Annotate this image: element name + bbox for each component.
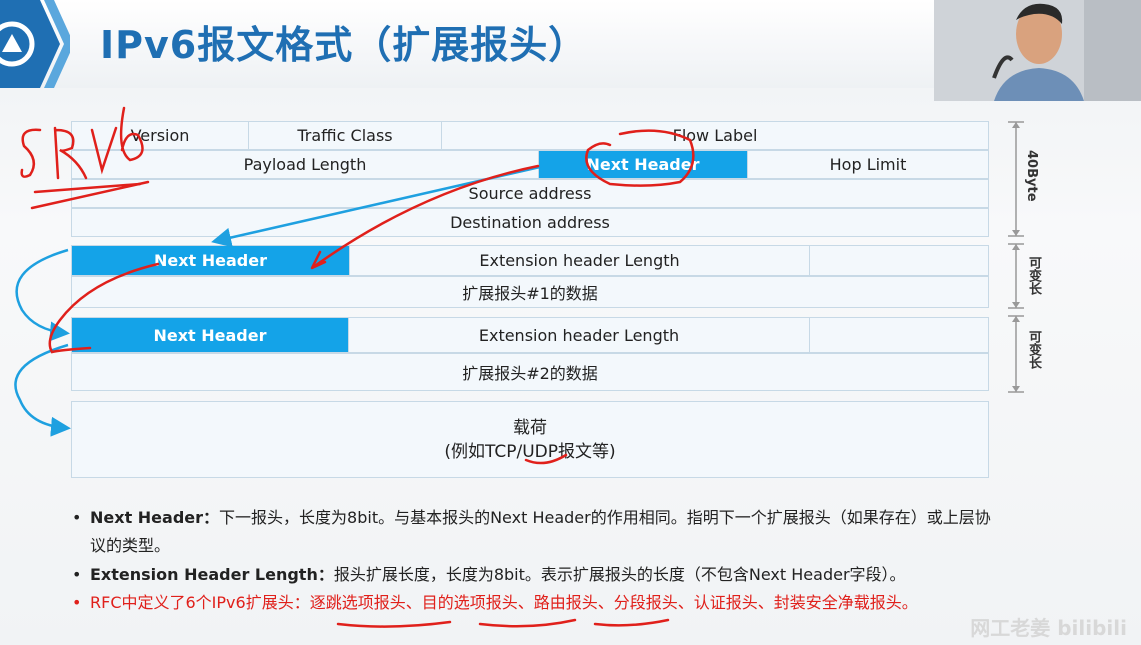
bullet-2-text: 报头扩展长度，长度为8bit。表示扩展报头的长度（不包含Next Header字…	[333, 565, 906, 584]
bullet-list: Next Header：下一报头，长度为8bit。与基本报头的Next Head…	[70, 504, 1000, 617]
bullet-ext-length: Extension Header Length：报头扩展长度，长度为8bit。表…	[70, 561, 1000, 589]
webcam-video	[934, 0, 1141, 101]
bullet-1-term: Next Header：	[90, 508, 220, 527]
bullet-next-header: Next Header：下一报头，长度为8bit。与基本报头的Next Head…	[70, 504, 1000, 560]
ext1-data-row: 扩展报头#1的数据	[71, 276, 989, 308]
logo-icon	[0, 0, 70, 88]
payload-label: 载荷	[513, 417, 547, 438]
payload-example: (例如TCP/UDP报文等)	[444, 441, 616, 462]
bullet-rfc: RFC中定义了6个IPv6扩展头：逐跳选项报头、目的选项报头、路由报头、分段报头…	[70, 589, 1000, 617]
ext2-size-label: 可变长	[1026, 330, 1041, 369]
watermark: 网工老姜 bilibili	[970, 616, 1127, 640]
base-header-row-3: Source address	[71, 179, 989, 208]
bullet-3-text: RFC中定义了6个IPv6扩展头：逐跳选项报头、目的选项报头、路由报头、分段报头…	[90, 593, 918, 612]
ext2-length-field: Extension header Length	[349, 318, 810, 352]
base-header-row-1: Version Traffic Class Flow Label	[71, 121, 989, 150]
ext1-header-row: Next Header Extension header Length	[71, 245, 989, 276]
chain-arrows	[14, 165, 541, 437]
base-header-size-label: 40Byte	[1024, 150, 1039, 202]
ext1-size-label: 可变长	[1026, 256, 1041, 295]
hop-limit-field: Hop Limit	[829, 155, 907, 174]
ext1-length-field: Extension header Length	[350, 246, 810, 275]
base-header-row-2: Payload Length Next Header Hop Limit	[71, 150, 989, 179]
payload-row: 载荷 (例如TCP/UDP报文等)	[71, 401, 989, 478]
ext2-data-field: 扩展报头#2的数据	[462, 364, 598, 383]
ext1-next-header-field: Next Header	[72, 246, 350, 275]
source-address-field: Source address	[468, 184, 592, 203]
version-field: Version	[72, 122, 249, 149]
payload-length-field: Payload Length	[72, 151, 539, 178]
bullet-2-term: Extension Header Length：	[90, 565, 334, 584]
traffic-class-field: Traffic Class	[249, 122, 442, 149]
handwritten-notes	[20, 106, 695, 628]
ext1-data-field: 扩展报头#1的数据	[462, 284, 598, 303]
destination-address-field: Destination address	[450, 213, 610, 232]
ext2-data-row: 扩展报头#2的数据	[71, 353, 989, 391]
page-title: IPv6报文格式（扩展报头）	[100, 23, 588, 67]
next-header-field: Next Header	[539, 151, 748, 178]
flow-label-field: Flow Label	[672, 126, 758, 145]
bullet-1-text: 下一报头，长度为8bit。与基本报头的Next Header的作用相同。指明下一…	[90, 508, 991, 555]
ext2-header-row: Next Header Extension header Length	[71, 317, 989, 353]
ext2-next-header-field: Next Header	[72, 318, 349, 352]
